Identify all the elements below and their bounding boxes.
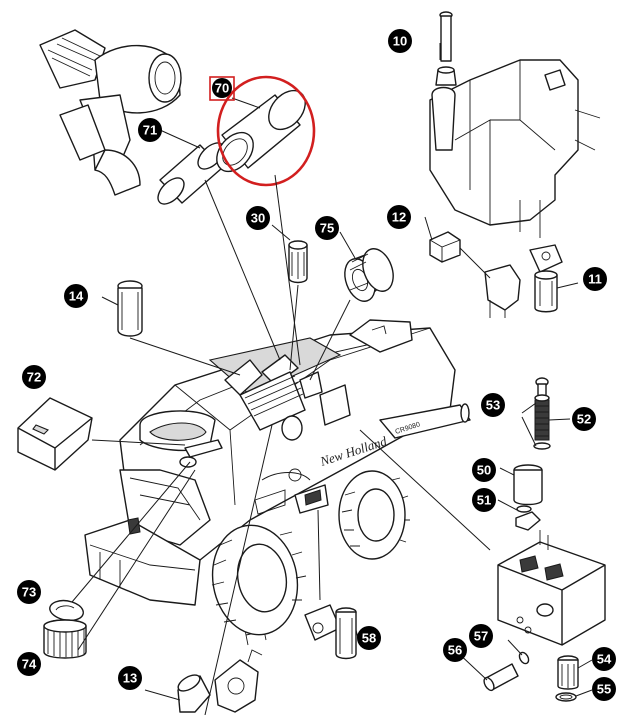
badge-10: 10 [388, 29, 412, 53]
svg-text:74: 74 [22, 657, 37, 672]
part-12-seal-kit [429, 231, 461, 263]
part-52-return-filter [534, 377, 550, 441]
badge-54: 54 [592, 647, 616, 671]
svg-text:11: 11 [588, 272, 602, 287]
part-56-suction-pipe [483, 663, 519, 692]
reservoir-block [497, 530, 606, 646]
part-30-fuel-filter [288, 240, 308, 284]
hydraulic-tank [429, 59, 601, 238]
combine-harvester [84, 319, 471, 646]
part-54-strainer [557, 655, 579, 690]
badge-58: 58 [357, 626, 381, 650]
part-74-filter-element [43, 619, 87, 659]
svg-text:75: 75 [320, 221, 334, 236]
svg-text:58: 58 [362, 631, 376, 646]
leader-lines [71, 43, 593, 715]
svg-text:12: 12 [392, 210, 406, 225]
part-10-breather-cap [435, 11, 457, 86]
badge-51: 51 [472, 488, 496, 512]
badge-74: 74 [17, 652, 41, 676]
part-51-seal [515, 505, 541, 531]
highlight-badge-box [209, 76, 235, 101]
badge-55: 55 [592, 677, 616, 701]
part-badges: 10 11 12 13 14 30 50 51 52 53 54 55 56 5… [17, 29, 616, 701]
badge-11: 11 [583, 267, 607, 291]
part-73-gasket [49, 599, 84, 622]
svg-text:73: 73 [22, 585, 36, 600]
part-11-hydraulic-filter [534, 270, 558, 313]
svg-text:57: 57 [474, 629, 488, 644]
svg-text:56: 56 [448, 643, 462, 658]
badge-71: 71 [138, 118, 162, 142]
svg-text:30: 30 [251, 211, 265, 226]
part-70-air-filter [216, 89, 306, 173]
badge-30: 30 [246, 206, 270, 230]
part-53-o-rings [533, 394, 551, 450]
badge-56: 56 [443, 638, 467, 662]
part-72-cab-filter [17, 397, 93, 471]
part-55-o-ring [555, 692, 577, 702]
svg-text:51: 51 [477, 493, 491, 508]
svg-text:72: 72 [27, 370, 41, 385]
part-50-filter-cover [513, 464, 543, 506]
badge-13: 13 [118, 666, 142, 690]
badge-50: 50 [472, 458, 496, 482]
part-75-fan-filter [344, 248, 394, 302]
svg-text:10: 10 [393, 34, 407, 49]
highlight-ellipse [216, 75, 316, 187]
part-58-inline-filter [304, 604, 357, 660]
svg-text:13: 13 [123, 671, 137, 686]
svg-text:55: 55 [597, 682, 611, 697]
filter-head-assembly [484, 244, 563, 318]
badge-73: 73 [17, 580, 41, 604]
svg-text:70: 70 [215, 81, 229, 96]
air-intake-housing [39, 29, 182, 196]
part-71-intake-tube [157, 142, 225, 205]
badge-52: 52 [572, 407, 596, 431]
badge-12: 12 [387, 205, 411, 229]
svg-text:54: 54 [597, 652, 612, 667]
svg-text:71: 71 [143, 123, 157, 138]
svg-text:50: 50 [477, 463, 491, 478]
svg-text:14: 14 [69, 289, 84, 304]
badge-57: 57 [469, 624, 493, 648]
part-14-oil-filter [117, 280, 143, 337]
part-13-fuel-filter [177, 649, 263, 713]
badge-70: 70 [212, 78, 232, 98]
badge-53: 53 [481, 393, 505, 417]
badge-72: 72 [22, 365, 46, 389]
svg-text:52: 52 [577, 412, 591, 427]
badge-75: 75 [315, 216, 339, 240]
svg-text:53: 53 [486, 398, 500, 413]
badge-14: 14 [64, 284, 88, 308]
